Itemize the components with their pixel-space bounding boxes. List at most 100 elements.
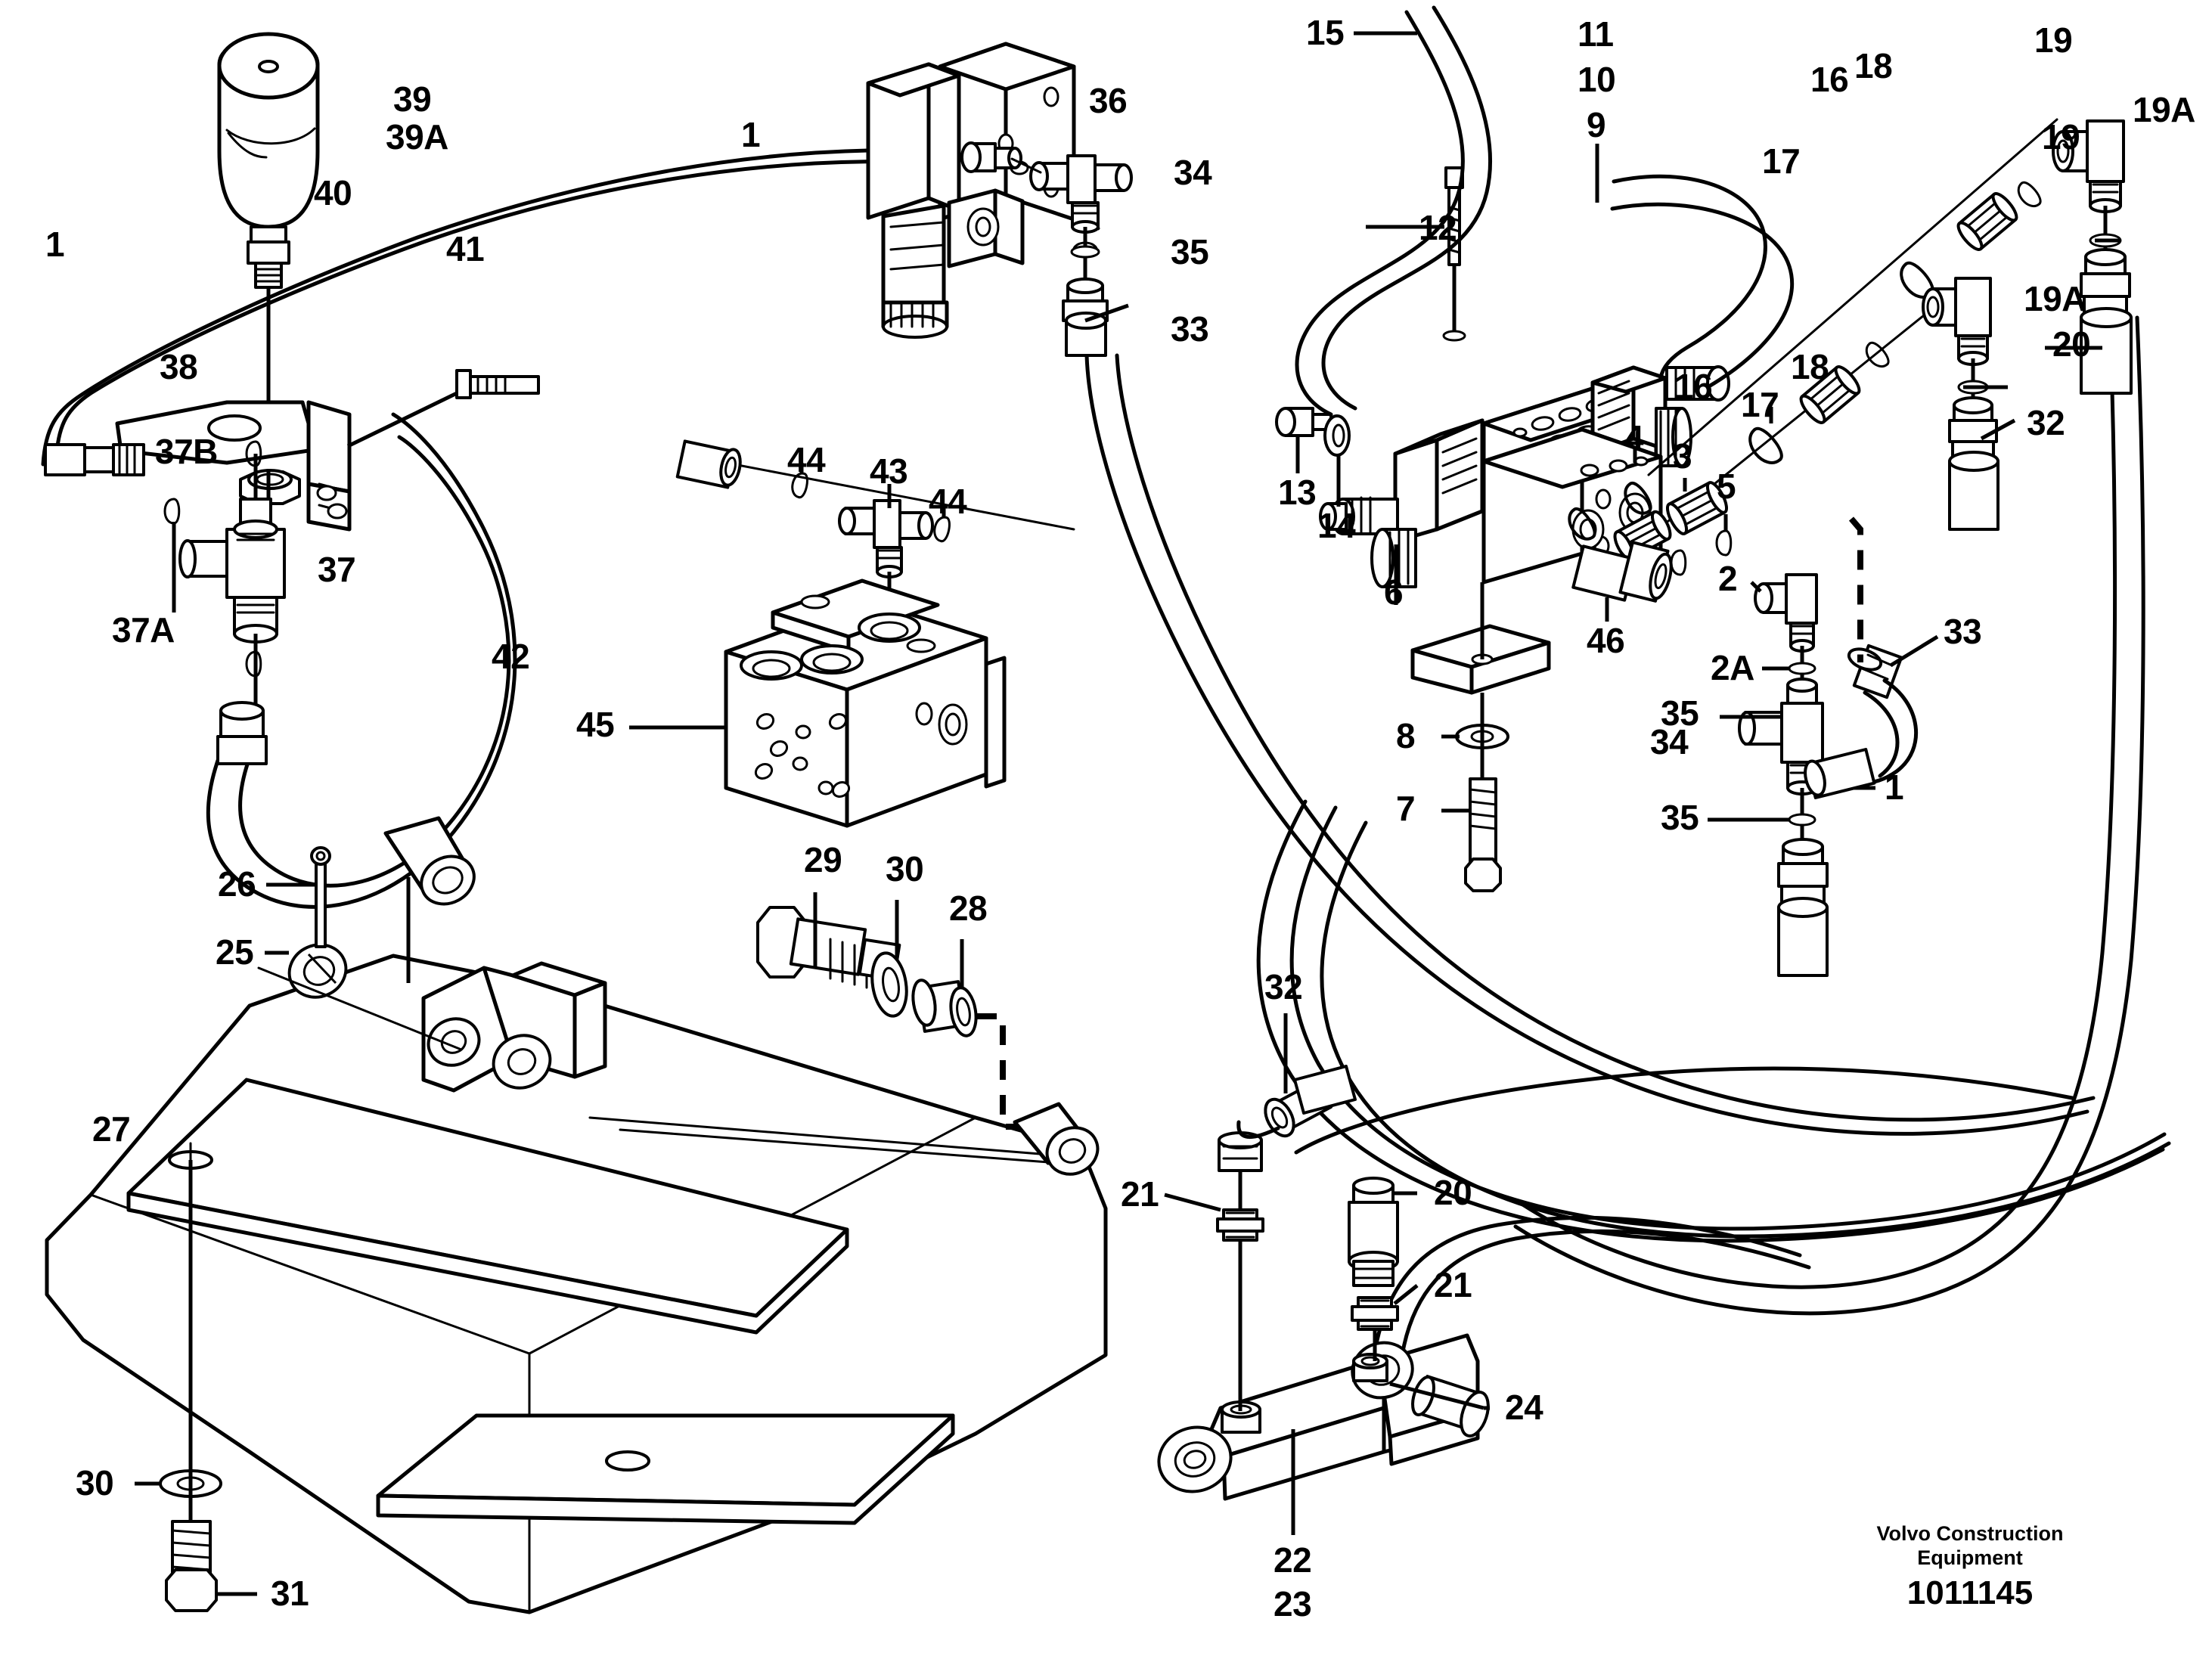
nut-above-21-left — [1218, 1131, 1263, 1172]
washer-30-top — [870, 951, 908, 1018]
callout-5: 5 — [1717, 467, 1736, 506]
callout-30-top: 30 — [886, 849, 924, 889]
valve-block-45 — [724, 578, 1007, 828]
bolt-31 — [165, 1520, 218, 1612]
oring-5b — [1670, 549, 1687, 576]
callout-17-lower: 17 — [1741, 385, 1779, 424]
callout-42: 42 — [492, 637, 530, 676]
bushing-28 — [911, 978, 978, 1037]
callout-36: 36 — [1089, 81, 1128, 120]
oring-5 — [1715, 529, 1733, 557]
oring-37A-2 — [163, 498, 181, 525]
callout-1-top-center: 1 — [741, 115, 761, 154]
callout-21-right: 21 — [1434, 1265, 1472, 1304]
callout-39: 39 — [393, 79, 432, 119]
clevis-ears — [421, 961, 607, 1093]
callout-34-mid: 34 — [1650, 722, 1689, 761]
blade-plate-27 — [45, 954, 1108, 1614]
bolt-7 — [1464, 777, 1502, 892]
callout-4: 4 — [1624, 418, 1644, 457]
callout-18-lower: 18 — [1791, 347, 1829, 386]
callout-38: 38 — [160, 347, 198, 386]
callout-20-upper: 20 — [2052, 324, 2091, 364]
oring-17-lower — [1748, 426, 1783, 464]
brand-line-1: Volvo Construction — [1876, 1522, 2064, 1546]
callout-18-upper: 18 — [1854, 46, 1893, 85]
callout-17-upper: 17 — [1762, 141, 1801, 181]
elbow-2 — [1754, 573, 1818, 653]
callout-26: 26 — [218, 864, 256, 904]
hose-end-20-upper — [2080, 248, 2133, 395]
callout-1-right: 1 — [1885, 768, 1904, 807]
callout-33-mid: 33 — [1944, 612, 1982, 651]
callout-12: 12 — [1419, 208, 1457, 247]
adapter-3 — [1665, 481, 1729, 535]
oring-35-bottom — [1788, 813, 1816, 826]
retaining-ring-25 — [287, 943, 348, 999]
fitting-21-left — [1216, 1208, 1264, 1242]
bolt-12 — [1442, 166, 1466, 342]
elbow-32-lowleft — [1264, 1065, 1357, 1138]
callout-35-top: 35 — [1171, 232, 1209, 271]
callout-40: 40 — [314, 173, 352, 212]
bracket-40 — [115, 400, 352, 532]
callout-11: 11 — [1578, 14, 1614, 54]
hose-end-20-cyl — [1348, 1177, 1399, 1287]
callout-14: 14 — [1317, 506, 1356, 545]
callout-32-upper: 32 — [2027, 403, 2065, 442]
callout-22: 22 — [1274, 1540, 1312, 1580]
callout-25: 25 — [216, 932, 254, 972]
callout-29: 29 — [804, 840, 842, 879]
callout-19A-upper: 19A — [2133, 90, 2195, 129]
callout-2A: 2A — [1711, 648, 1754, 687]
callout-1-top-left: 1 — [45, 225, 65, 264]
callout-21-left: 21 — [1121, 1174, 1159, 1214]
callout-30-bottom: 30 — [76, 1463, 114, 1503]
elbow-19-upper — [2052, 119, 2125, 213]
hose-fitting-42-top — [216, 701, 268, 765]
callout-31: 31 — [271, 1574, 309, 1613]
washer-14 — [1323, 414, 1351, 457]
callout-19A-lower: 19A — [2024, 279, 2086, 318]
callout-33-top: 33 — [1171, 309, 1209, 349]
callout-28: 28 — [949, 889, 988, 928]
tee-43 — [838, 499, 934, 578]
accumulator-stud — [247, 225, 290, 289]
callout-24: 24 — [1505, 1388, 1543, 1427]
callout-37: 37 — [318, 550, 356, 589]
fitting-21-right — [1351, 1296, 1399, 1331]
brand-line-2: Equipment — [1917, 1546, 2023, 1570]
hose-coupling-42-right — [675, 439, 742, 489]
callout-20-cyl: 20 — [1434, 1173, 1472, 1212]
oring-18-lower — [1865, 341, 1890, 368]
pivot-bushing — [383, 816, 476, 906]
plug-13 — [1275, 407, 1332, 437]
callout-41: 41 — [446, 229, 485, 268]
oring-37A — [245, 650, 262, 678]
callout-46: 46 — [1587, 621, 1625, 660]
callout-3: 3 — [1673, 436, 1692, 476]
bolt-41 — [346, 369, 540, 448]
callout-34-top: 34 — [1174, 153, 1212, 192]
document-number: 1011145 — [1906, 1574, 2034, 1612]
callout-9: 9 — [1587, 105, 1606, 144]
oring-4b — [1568, 507, 1596, 541]
callout-32-lower: 32 — [1264, 967, 1303, 1006]
callout-6: 6 — [1384, 572, 1404, 612]
hose-end-1-right — [1777, 838, 1829, 977]
callout-16-upper: 16 — [1810, 60, 1849, 99]
callout-37B: 37B — [155, 432, 218, 471]
cotter-pin-26 — [310, 846, 331, 948]
adapter-16-lower — [1799, 365, 1861, 424]
callout-44-left: 44 — [787, 440, 826, 479]
oring-2A — [1788, 662, 1816, 675]
callout-35-mid: 35 — [1661, 693, 1699, 733]
callout-23: 23 — [1274, 1584, 1312, 1624]
oring-18-upper — [2017, 181, 2042, 207]
coupling-33-mid — [1847, 644, 1903, 699]
accumulator-39 — [217, 32, 320, 229]
tee-fitting-37 — [178, 498, 286, 644]
callout-39A: 39A — [386, 117, 448, 157]
